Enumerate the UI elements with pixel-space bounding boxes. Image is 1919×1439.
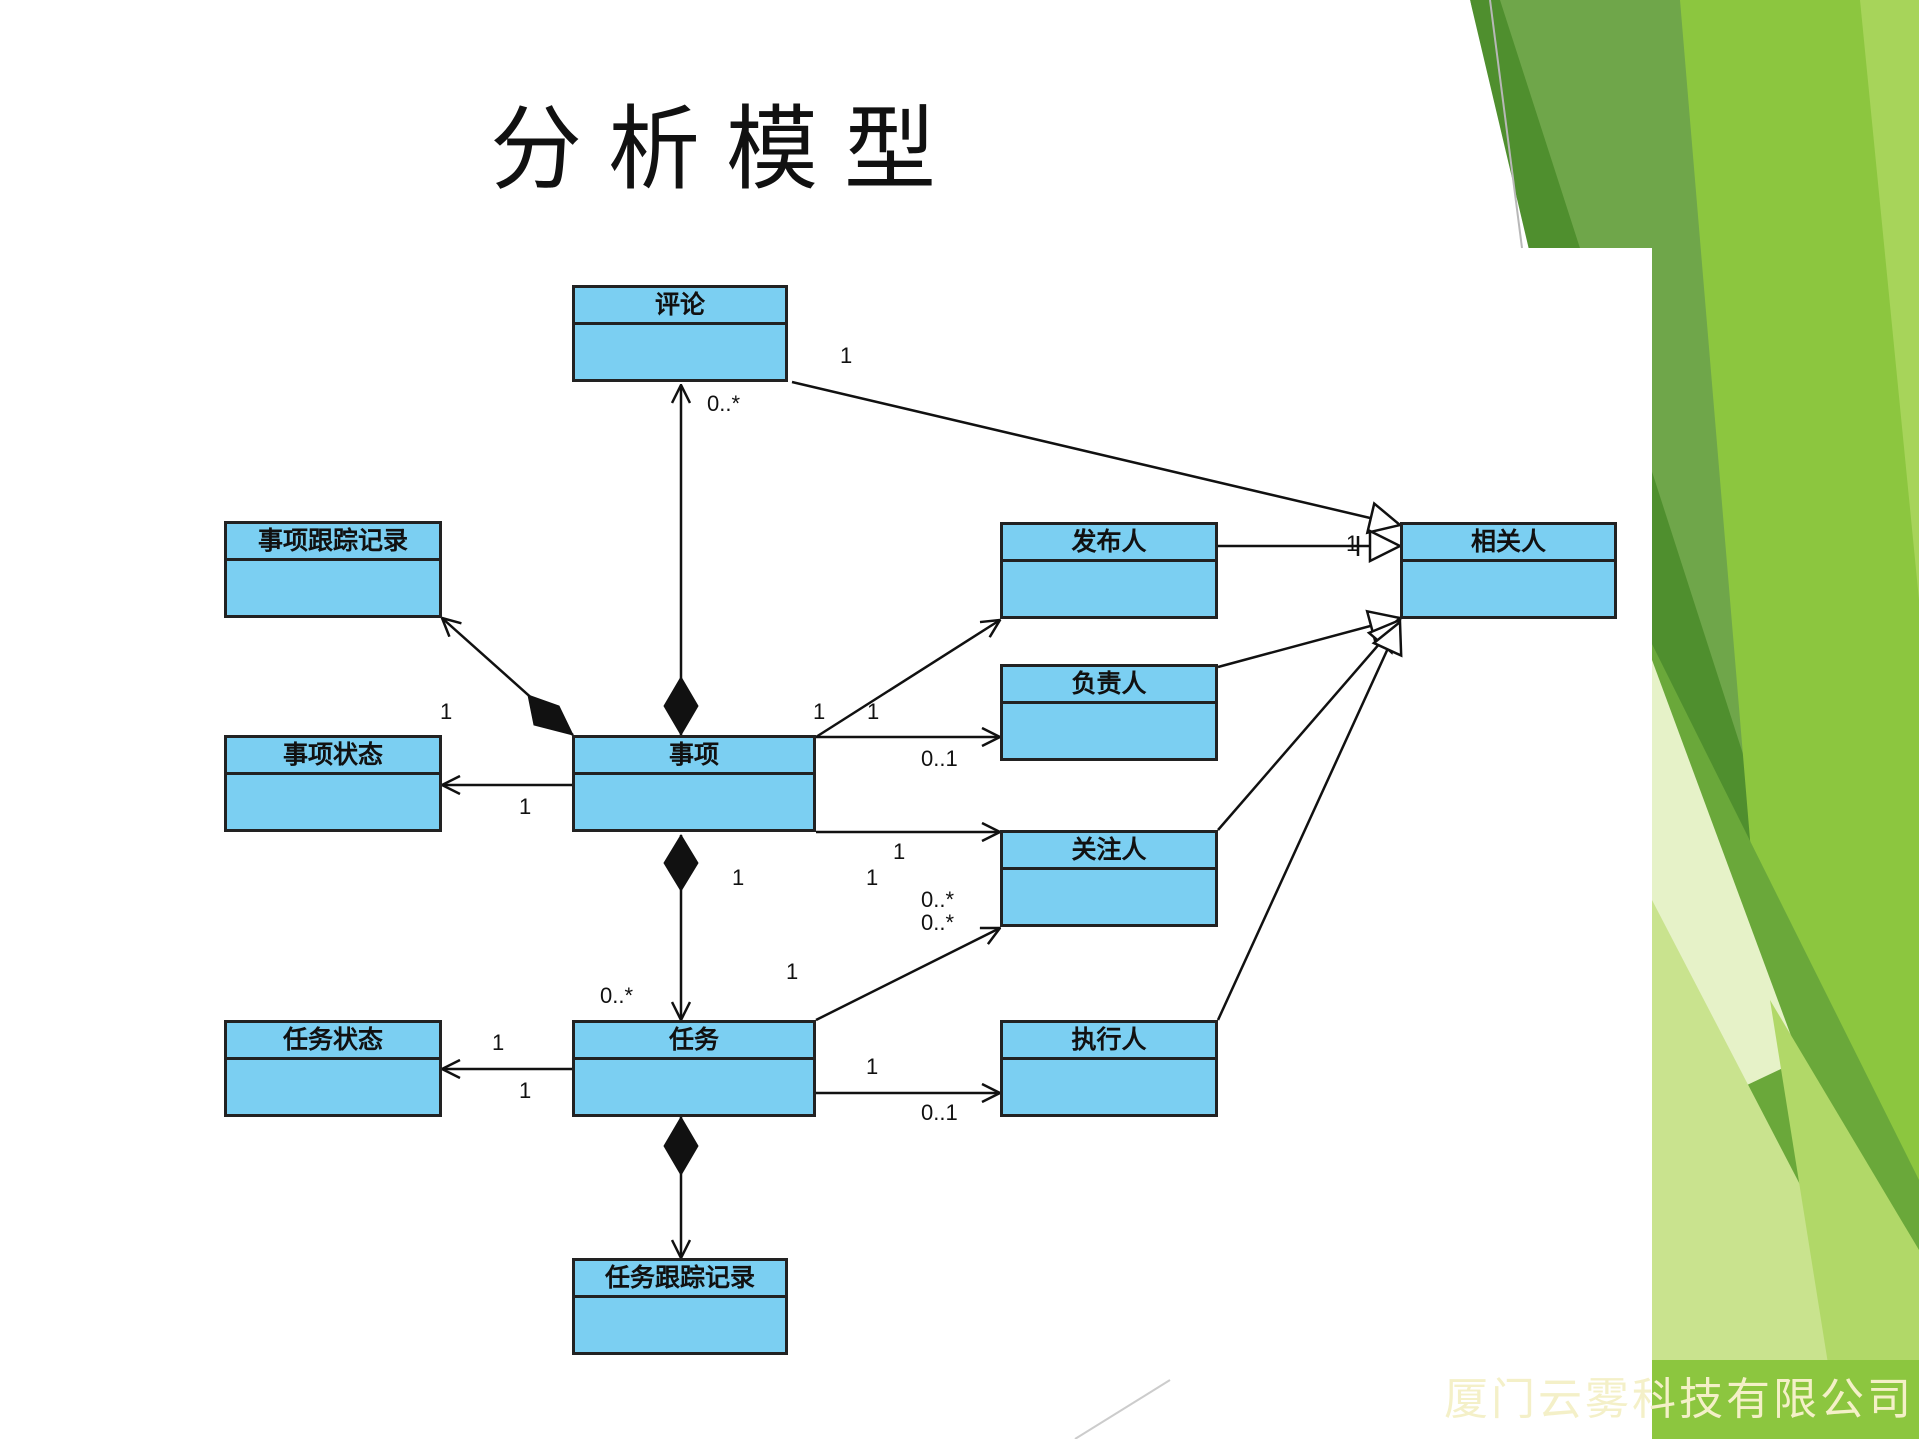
bg-line-2 <box>1074 1379 1171 1439</box>
bg-green-shape-4 <box>1860 0 1919 600</box>
mult-publisher-stakeholder: 1 <box>1346 531 1359 556</box>
bg-line-1 <box>1489 0 1523 249</box>
class-comment-name: 评论 <box>575 288 785 325</box>
class-owner: 负责人 <box>1000 664 1218 761</box>
class-task-name: 任务 <box>575 1023 813 1060</box>
edge-task-follower <box>815 928 1000 1022</box>
mult-item-publisher: 1 <box>813 699 826 724</box>
mult-comment-stakeholder: 1 <box>840 343 853 368</box>
mult-task-executor: 1 <box>866 1054 879 1079</box>
mult-item-owner-target: 0..1 <box>921 746 958 771</box>
slide-title: 分析模型 <box>490 96 963 203</box>
diamond-item-comment <box>663 676 699 736</box>
company-name: 厦门云雾科技有限公司 <box>1444 1374 1914 1425</box>
class-task-log-name: 任务跟踪记录 <box>575 1261 785 1298</box>
mult-item-status: 1 <box>519 794 532 819</box>
diamond-item-itemlog <box>527 694 574 736</box>
mult-item-owner: 1 <box>867 699 880 724</box>
class-task: 任务 <box>572 1020 816 1117</box>
class-item-status-name: 事项状态 <box>227 738 439 775</box>
mult-item-task-source: 1 <box>732 865 745 890</box>
edge-comment-stakeholder <box>791 380 1400 525</box>
mult-item-follower-a: 1 <box>893 839 906 864</box>
mult-item-comment: 0..* <box>707 391 741 416</box>
class-item: 事项 <box>572 735 816 832</box>
class-item-name: 事项 <box>575 738 813 775</box>
edge-item-publisher <box>815 620 1000 739</box>
class-publisher: 发布人 <box>1000 522 1218 619</box>
class-task-log: 任务跟踪记录 <box>572 1258 788 1355</box>
class-executor: 执行人 <box>1000 1020 1218 1117</box>
mult-task-status-b: 1 <box>519 1078 532 1103</box>
class-stakeholder: 相关人 <box>1400 522 1617 619</box>
class-task-status: 任务状态 <box>224 1020 442 1117</box>
mult-follower-many-b: 0..* <box>921 910 955 935</box>
bg-light-shape-2 <box>1652 900 1860 1439</box>
diagram-panel <box>0 248 1652 1439</box>
edge-follower-stakeholder <box>1217 620 1400 831</box>
diamond-item-task <box>663 834 699 892</box>
diamond-task-log <box>663 1116 699 1176</box>
class-publisher-name: 发布人 <box>1003 525 1215 562</box>
mult-task-executor-target: 0..1 <box>921 1100 958 1125</box>
class-follower: 关注人 <box>1000 830 1218 927</box>
edge-executor-stakeholder <box>1216 622 1400 1021</box>
mult-item-log: 1 <box>440 699 453 724</box>
class-executor-name: 执行人 <box>1003 1023 1215 1060</box>
class-owner-name: 负责人 <box>1003 667 1215 704</box>
class-comment: 评论 <box>572 285 788 382</box>
mult-follower-many-a: 0..* <box>921 887 955 912</box>
bg-white-top <box>0 0 1520 248</box>
class-stakeholder-name: 相关人 <box>1403 525 1614 562</box>
class-item-log-name: 事项跟踪记录 <box>227 524 439 561</box>
mult-item-follower-b: 1 <box>866 865 879 890</box>
class-item-status: 事项状态 <box>224 735 442 832</box>
class-item-log: 事项跟踪记录 <box>224 521 442 618</box>
mult-item-task-target: 0..* <box>600 983 634 1008</box>
bg-light-shape-3 <box>1770 1000 1919 1439</box>
class-task-status-name: 任务状态 <box>227 1023 439 1060</box>
edge-owner-stakeholder <box>1217 618 1400 669</box>
mult-task-status-a: 1 <box>492 1030 505 1055</box>
class-follower-name: 关注人 <box>1003 833 1215 870</box>
mult-task-follower: 1 <box>786 959 799 984</box>
